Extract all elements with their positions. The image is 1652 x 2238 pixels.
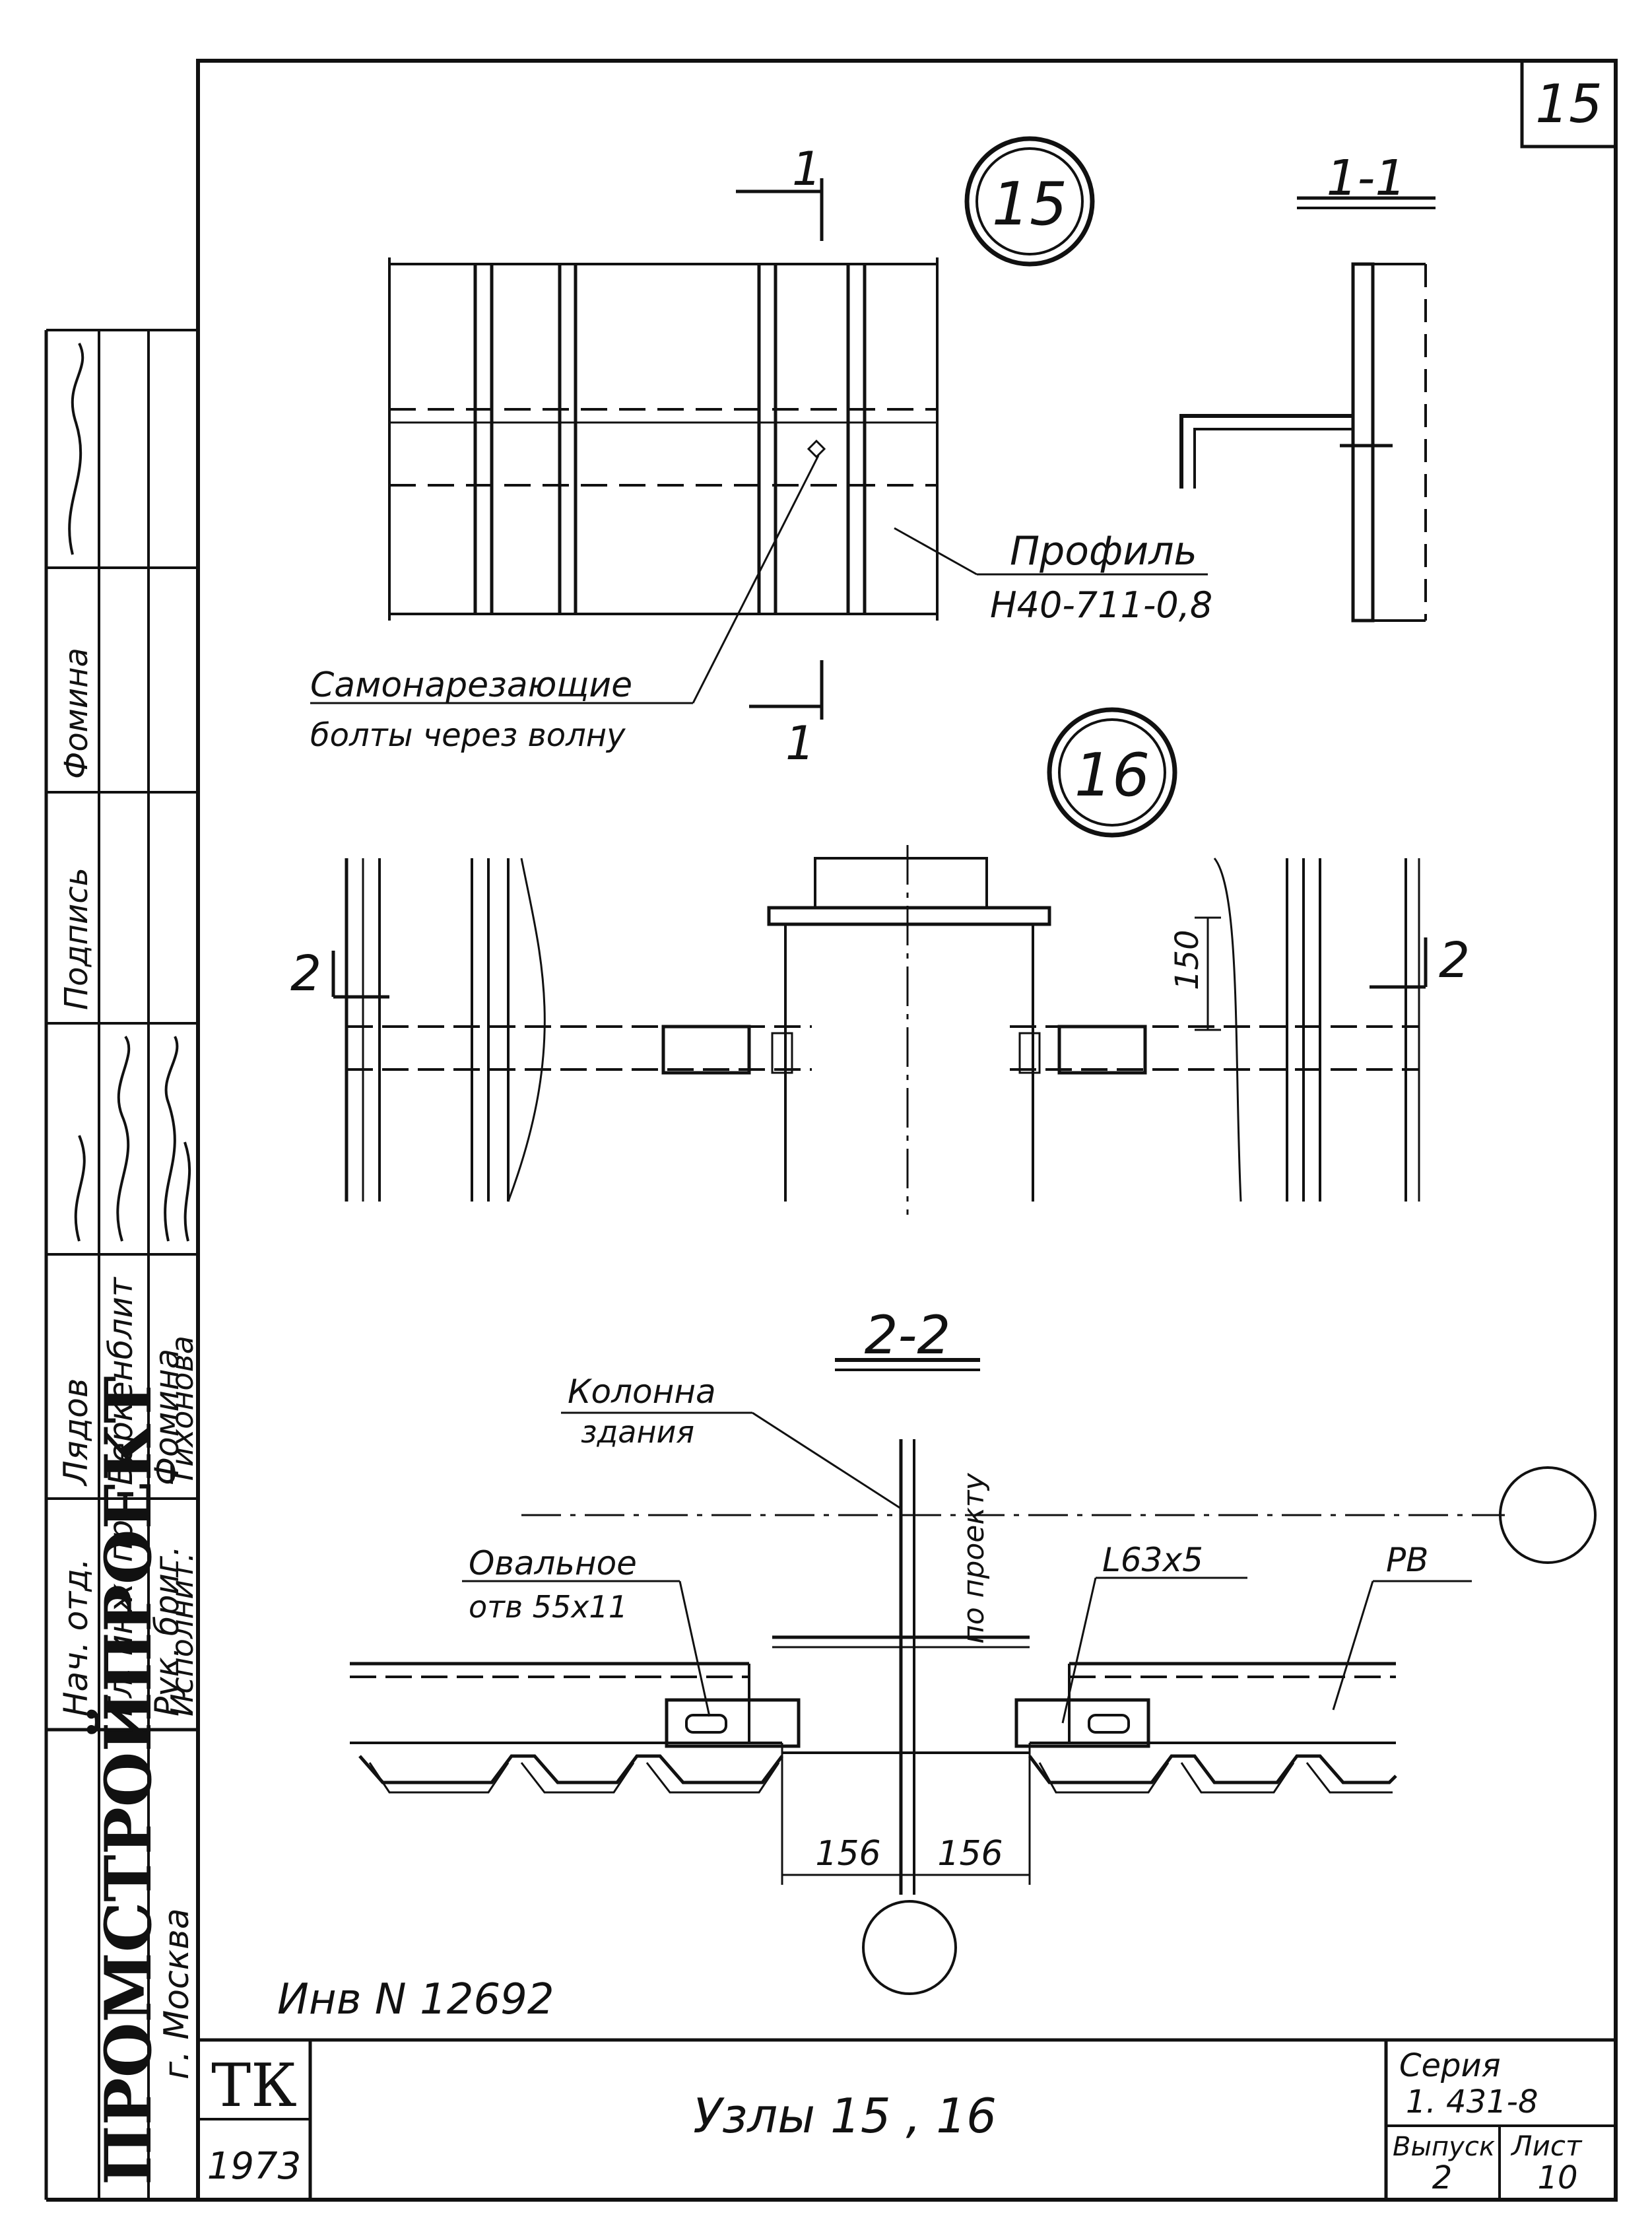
node15-cut-bottom: 1 <box>785 716 815 770</box>
organization-city: г. Москва <box>157 1908 197 2080</box>
bolts-line2: болты через волну <box>310 717 626 754</box>
node16-view <box>331 707 1428 1215</box>
sheet-frame <box>196 59 1618 2202</box>
role-executor: Исполнит. <box>164 1552 200 1716</box>
node16-cut-left: 2 <box>290 945 321 1002</box>
handwritten-signatures <box>68 343 191 1242</box>
node16-dimension: 150 <box>1169 930 1206 990</box>
sheet-label: Лист <box>1510 2130 1583 2162</box>
inventory-number: Инв N 12692 <box>277 1975 554 2024</box>
series-value: 1. 431-8 <box>1406 2084 1538 2120</box>
oval-hole-line2: отв 55х11 <box>469 1589 628 1625</box>
column-line1: Колонна <box>568 1373 716 1411</box>
issue-value: 2 <box>1432 2159 1453 2196</box>
dimension-left: 156 <box>815 1834 880 1874</box>
section22-view <box>350 1358 1597 1995</box>
profile-code: Н40-711-0,8 <box>990 584 1212 626</box>
section22-label: 2-2 <box>865 1305 951 1366</box>
tk-mark: ТК <box>211 2051 297 2120</box>
title-block <box>198 2038 1616 2200</box>
section11-label: 1-1 <box>1327 150 1406 207</box>
node15-label: 15 <box>992 170 1068 239</box>
sheet-title: Узлы 15 , 16 <box>693 2088 997 2144</box>
corner-box <box>1520 59 1618 149</box>
node16-cut-right: 2 <box>1439 932 1470 989</box>
name-chief-engineer: Беркенблит <box>102 1276 140 1485</box>
organization-name: ПРОМСТРОЙПРОЕКТ <box>87 1376 166 2186</box>
profile-label: Профиль <box>1010 528 1197 574</box>
series-label: Серия <box>1399 2047 1501 2084</box>
section11-view <box>1179 196 1436 623</box>
sheet-value: 10 <box>1537 2159 1577 2196</box>
stamp-label: Подпись <box>58 867 95 1010</box>
pv-label: РВ <box>1386 1541 1428 1579</box>
year: 1973 <box>207 2145 302 2188</box>
role-head: Нач. отд. <box>57 1558 95 1716</box>
angle-label: L63х5 <box>1102 1541 1203 1579</box>
name-head: Лядов <box>57 1378 95 1487</box>
name-team-lead: Фомина <box>148 1349 186 1485</box>
node15-cut-top: 1 <box>792 142 822 196</box>
oval-hole-line1: Овальное <box>469 1544 637 1582</box>
role-team-lead: Рук. бриг. <box>148 1545 186 1716</box>
node16-label: 16 <box>1074 741 1150 810</box>
name-executor: Тихонова <box>164 1336 200 1485</box>
bolts-line1: Самонарезающие <box>310 665 632 705</box>
stamp-name: Фомина <box>58 648 95 779</box>
by-project-label: по проекту <box>957 1472 991 1644</box>
sheet-corner-number: 15 <box>1535 73 1602 135</box>
node15-view <box>310 136 1208 720</box>
column-line2: здания <box>581 1414 694 1450</box>
role-chief-engineer: Гл. инж. пр. <box>102 1509 140 1716</box>
dimension-right: 156 <box>937 1834 1003 1874</box>
signature-strip <box>46 329 198 2200</box>
issue-label: Выпуск <box>1393 2132 1495 2162</box>
